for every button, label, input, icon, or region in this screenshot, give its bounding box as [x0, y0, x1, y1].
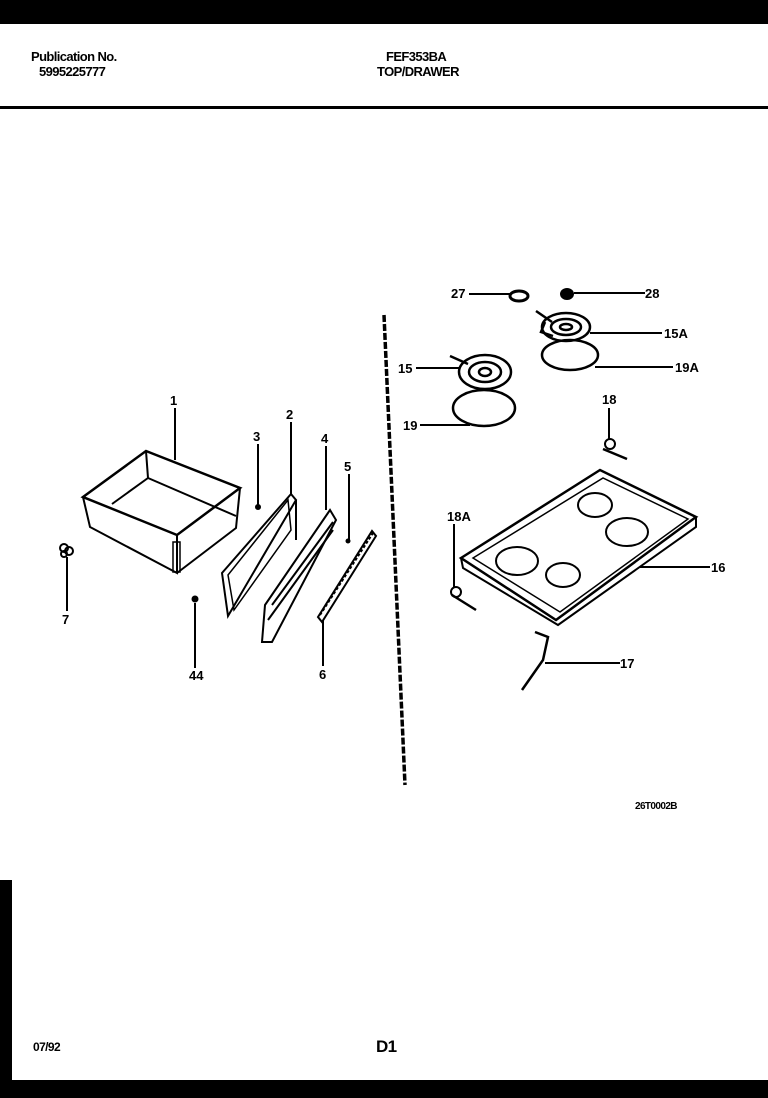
leader-lines-drawer [66, 408, 350, 668]
scan-border-bottom [0, 1080, 768, 1098]
part-hinge-right [602, 438, 628, 461]
callout-15: 15 [398, 361, 412, 376]
callout-15A: 15A [664, 326, 688, 341]
callout-18A: 18A [447, 509, 471, 524]
part-surface-element-small [449, 353, 513, 391]
part-drawer-front-panel [260, 508, 338, 643]
part-clip [508, 289, 530, 303]
scan-border-left [0, 880, 12, 1080]
part-surface-element-large [535, 309, 592, 343]
callout-7: 7 [62, 612, 69, 627]
callout-28: 28 [645, 286, 659, 301]
group-divider [382, 314, 407, 786]
part-cooktop [458, 468, 699, 627]
callout-18: 18 [602, 392, 616, 407]
part-drawer-front-frame [220, 492, 298, 619]
leader-lines-cooktop [416, 292, 710, 664]
page-number: D1 [376, 1037, 397, 1056]
section-title: TOP/DRAWER [377, 64, 459, 79]
callout-5: 5 [344, 459, 351, 474]
publication-number: 5995225777 [39, 64, 106, 79]
callout-3: 3 [253, 429, 260, 444]
publication-label: Publication No. [31, 49, 117, 64]
part-drawer [80, 449, 243, 575]
callout-labels: 1 2 3 4 5 6 7 44 27 28 15A 19A 15 19 18 … [62, 286, 725, 683]
callout-16: 16 [711, 560, 725, 575]
callout-17: 17 [620, 656, 634, 671]
callout-44: 44 [189, 668, 204, 683]
drawing-code: 26T0002B [635, 801, 678, 812]
part-support-rod [520, 630, 550, 691]
part-hinge-left [450, 586, 477, 612]
callout-19: 19 [403, 418, 417, 433]
model-number: FEF353BA [386, 49, 447, 64]
part-drip-bowl-large [540, 338, 600, 372]
callout-4: 4 [321, 431, 329, 446]
scan-border-top [0, 0, 768, 24]
part-drawer-trim [316, 529, 378, 624]
callout-1: 1 [170, 393, 177, 408]
callout-2: 2 [286, 407, 293, 422]
part-drip-bowl-small [451, 388, 517, 428]
part-fastener-44 [191, 595, 199, 603]
callout-27: 27 [451, 286, 465, 301]
part-knob-insert [560, 288, 574, 300]
callout-19A: 19A [675, 360, 699, 375]
part-drawer-roller [59, 543, 74, 558]
header-rule [0, 106, 768, 109]
callout-6: 6 [319, 667, 326, 682]
revision-date: 07/92 [33, 1040, 61, 1054]
part-screw-3 [255, 504, 261, 510]
